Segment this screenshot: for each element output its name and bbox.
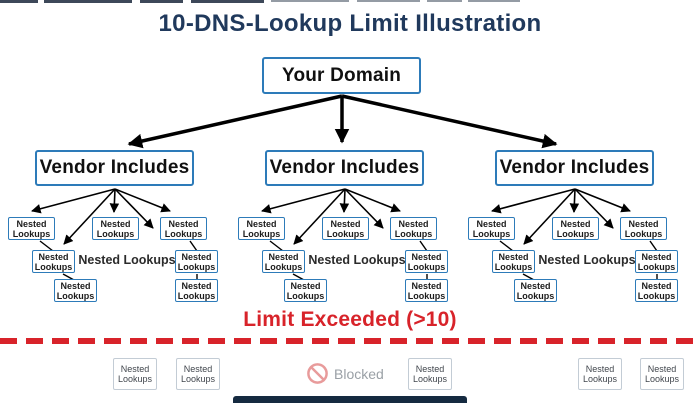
vendor-includes-label: Vendor Includes	[499, 157, 650, 178]
vendor-includes-node-2: Vendor Includes	[265, 150, 424, 186]
footer-bar-artifact	[233, 396, 467, 403]
blocked-label: Blocked	[334, 365, 384, 382]
your-domain-label: Your Domain	[281, 64, 402, 86]
vendor-includes-label: Vendor Includes	[269, 157, 420, 178]
blocked-indicator: Blocked	[306, 362, 384, 385]
prohibition-icon	[307, 363, 328, 384]
nested-lookups-group-label: Nested Lookups	[538, 253, 636, 267]
cropped-artifact	[0, 0, 38, 3]
page-title: 10-DNS-Lookup Limit Illustration	[158, 10, 542, 37]
vendor-includes-node-1: Vendor Includes	[35, 150, 194, 186]
vendor-includes-node-3: Vendor Includes	[495, 150, 654, 186]
limit-threshold-line	[0, 338, 700, 344]
cropped-artifact	[140, 0, 183, 3]
cropped-artifact	[357, 0, 420, 2]
vendor-includes-label: Vendor Includes	[39, 157, 190, 178]
nested-lookups-group-label: Nested Lookups	[78, 253, 176, 267]
nested-lookups-group-label: Nested Lookups	[308, 253, 406, 267]
cropped-artifact	[427, 0, 462, 2]
cropped-artifact	[271, 0, 349, 2]
cropped-artifact	[44, 0, 132, 3]
cropped-artifact	[468, 0, 520, 2]
your-domain-node: Your Domain	[262, 57, 421, 94]
limit-exceeded-banner: Limit Exceeded (>10)	[243, 308, 457, 331]
cropped-artifact	[191, 0, 264, 3]
